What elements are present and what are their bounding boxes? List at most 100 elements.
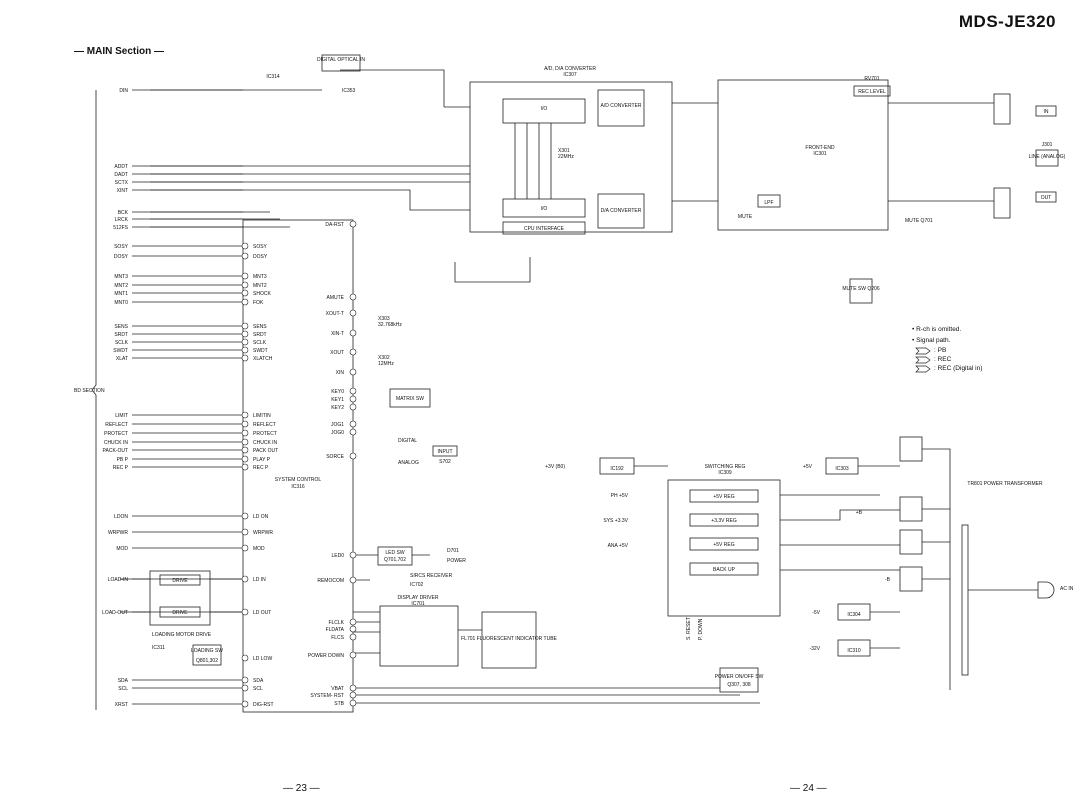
analog-label: ANALOG xyxy=(398,460,419,466)
pin-marker xyxy=(349,368,357,376)
ic316-left-pin-labels: SOSYDOSYMNT3MNT2SHOCKFOKSENSSRDTSCLKSWDT… xyxy=(241,242,278,708)
power-rail-sys-3-3v: SYS +3.3V xyxy=(603,518,628,524)
loading-motor-ic: IC311 xyxy=(152,645,165,651)
digital-optical-in-label: DIGITAL OPTICAL IN xyxy=(317,57,365,63)
pin-marker xyxy=(349,309,357,317)
mute-label: MUTE xyxy=(738,214,753,220)
pin-marker xyxy=(349,625,357,633)
legend-arrow-icon xyxy=(915,347,931,355)
left-signal-bck: BCK xyxy=(118,210,129,216)
pin-marker xyxy=(241,438,249,446)
left-signal-swdt: SWDT xyxy=(113,348,128,354)
left-signal-mnt1: MNT1 xyxy=(114,291,128,297)
pin-marker xyxy=(241,338,249,346)
left-signal-dosy: DOSY xyxy=(114,254,129,260)
system-control-ic: IC316 xyxy=(291,484,305,490)
pin-marker xyxy=(349,618,357,626)
ic316-pin-da-rst: DA-RST xyxy=(325,222,344,228)
ic316-pin-shock: SHOCK xyxy=(253,291,271,297)
page-number-left: — 23 — xyxy=(283,783,320,794)
ic316-pin-ld-low: LD LOW xyxy=(253,656,272,662)
pin-marker xyxy=(241,420,249,428)
left-signal-din: DIN xyxy=(119,88,128,94)
line-analog-label: LINE (ANALOG) xyxy=(1029,154,1066,160)
left-signal-pack-out: PACK-OUT xyxy=(103,448,128,454)
ic316-pin-flclk: FLCLK xyxy=(328,620,344,626)
pin-marker xyxy=(241,354,249,362)
ic316-pin-sclk: SCLK xyxy=(253,340,267,346)
ic316-pin-system-rst: SYSTEM- RST xyxy=(310,693,344,699)
ic316-pin-scl: SCL xyxy=(253,686,263,692)
s702-label: S702 xyxy=(439,459,451,465)
da-converter-label: D/A CONVERTER xyxy=(601,208,642,214)
section-title: — MAIN Section — xyxy=(74,46,165,57)
ic316-pin-rec-p: REC P xyxy=(253,465,269,471)
power-rail-ana-5v: ANA +5V xyxy=(608,543,629,549)
legend-item-label: : REC (Digital in) xyxy=(934,365,982,372)
sircs-ic: IC702 xyxy=(410,582,424,588)
loading-sw-q: Q801,302 xyxy=(196,658,218,664)
switching-reg-label: SWITCHING REG xyxy=(705,464,746,470)
pin-marker xyxy=(241,684,249,692)
model-title: MDS-JE320 xyxy=(958,12,1056,31)
ic303-label: IC303 xyxy=(835,466,849,472)
ic316-pin-srdt: SRDT xyxy=(253,332,267,338)
d701-label: D701 xyxy=(447,548,459,554)
pin-marker xyxy=(241,298,249,306)
reg33v-label: +3.3V REG xyxy=(711,518,737,524)
digital-label: DIGITAL xyxy=(398,438,417,444)
pin-marker xyxy=(241,512,249,520)
pin-marker xyxy=(241,528,249,536)
switching-reg-ic: IC309 xyxy=(718,470,732,476)
pin-marker xyxy=(241,411,249,419)
ic307-block xyxy=(469,81,673,233)
left-signal-chuck-in: CHUCK IN xyxy=(104,440,129,446)
pin-marker xyxy=(241,272,249,280)
jack-out-label: OUT xyxy=(1041,195,1052,201)
ic353-label: IC353 xyxy=(342,88,356,94)
pin-marker xyxy=(349,293,357,301)
note-signal-path: • Signal path. xyxy=(912,337,951,344)
ic316-right-pin-labels: DA-RSTAMUTEXOUT-TXIN-TXOUTXINKEY0KEY1KEY… xyxy=(308,220,357,707)
rv701-label: RV701 xyxy=(864,76,879,82)
left-signal-load-in: LOAD-IN xyxy=(108,577,129,583)
pin-marker xyxy=(241,429,249,437)
pin-marker xyxy=(349,699,357,707)
left-signal-dadt: DADT xyxy=(114,172,128,178)
pin-marker xyxy=(241,322,249,330)
ic316-pin-xout-t: XOUT-T xyxy=(326,311,344,317)
x303-label: X303 xyxy=(378,316,390,322)
ic316-pin-xlatch: XLATCH xyxy=(253,356,273,362)
left-signal-rec-p: REC P xyxy=(113,465,129,471)
ic316-pin-amute: AMUTE xyxy=(327,295,345,301)
ad-converter-label: A/D CONVERTER xyxy=(600,103,641,109)
rec-level-label: REC LEVEL xyxy=(858,89,886,95)
io-bottom-label: I/O xyxy=(541,206,548,212)
ic316-pin-key1: KEY1 xyxy=(331,397,344,403)
converter-title: A/D, D/A CONVERTER xyxy=(544,66,596,72)
signal-legend: : PB: REC: REC (Digital in) xyxy=(915,347,982,373)
left-signal-sens: SENS xyxy=(114,324,128,330)
legend-item-label: : PB xyxy=(934,347,946,354)
ic316-pin-limitin: LIMITIN xyxy=(253,413,271,419)
left-signal-mnt0: MNT0 xyxy=(114,300,128,306)
left-signal-labels: DINADDTDADTSCTXXINTBCKLRCK512FSSOSYDOSYM… xyxy=(102,88,243,708)
pin-marker xyxy=(241,544,249,552)
left-signal-load-out: LOAD-OUT xyxy=(102,610,128,616)
pin-marker xyxy=(241,455,249,463)
j301-label: J301 xyxy=(1042,142,1053,148)
left-signal-sclk: SCLK xyxy=(115,340,129,346)
ic316-pin-flcs: FLCS xyxy=(331,635,344,641)
ic316-pin-swdt: SWDT xyxy=(253,348,268,354)
loading-motor-label: LOADING MOTOR DRIVE xyxy=(152,632,212,638)
pin-marker xyxy=(349,452,357,460)
ic316-pin-chuck-in: CHUCK IN xyxy=(253,440,278,446)
left-signal-limit: LIMIT xyxy=(115,413,128,419)
pin-marker xyxy=(349,220,357,228)
ic316-pin-remocom: REMOCOM xyxy=(317,578,344,584)
left-signal-pb-p: PB P xyxy=(117,457,129,463)
jack-in-label: IN xyxy=(1044,109,1049,115)
left-signal-xrst: XRST xyxy=(115,702,128,708)
ic316-pin-key2: KEY2 xyxy=(331,405,344,411)
ic316-pin-sda: SDA xyxy=(253,678,264,684)
